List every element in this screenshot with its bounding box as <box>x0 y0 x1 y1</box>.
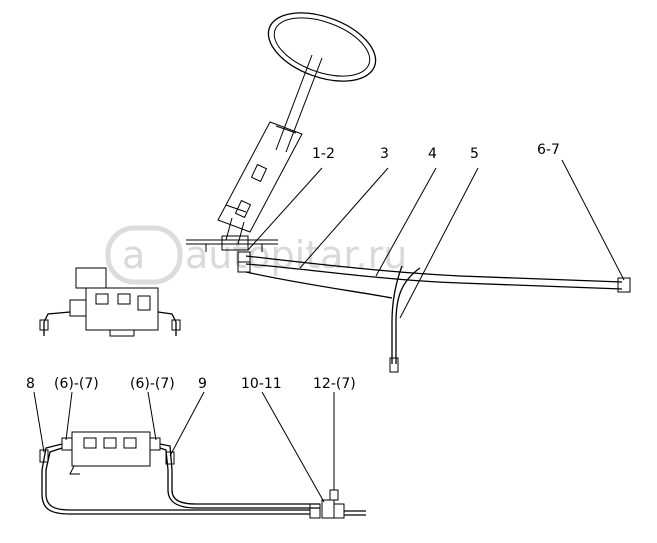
callout-6-7: 6-7 <box>537 142 560 158</box>
hose-branch <box>245 271 393 299</box>
column-housing <box>217 121 303 233</box>
hose-5-drop <box>395 267 421 364</box>
pump-head <box>75 267 107 289</box>
callout-6-7-a: (6)-(7) <box>54 376 99 392</box>
hose-left-fitting <box>39 319 49 331</box>
hose-6-7-end-fitting <box>617 277 631 293</box>
lower-valve-left-fitting <box>61 437 73 451</box>
lower-valve-port-3 <box>123 437 137 449</box>
tee-fitting-body <box>321 499 335 519</box>
lower-valve-right-fitting <box>149 437 161 451</box>
hose-left-down <box>43 311 71 336</box>
upper-valve-group <box>39 267 181 337</box>
callout-5: 5 <box>470 146 479 162</box>
hose-8 <box>41 443 310 515</box>
leader-9 <box>169 391 205 457</box>
hose-5-drop-2 <box>391 265 403 364</box>
leader-8 <box>33 391 45 453</box>
lower-leader-lines <box>33 391 335 503</box>
leader-6-7-b <box>147 391 157 441</box>
hose-main-upper <box>245 255 623 283</box>
hose-main-lower <box>245 263 623 290</box>
hose-right-fitting <box>171 319 181 331</box>
lower-valve-block <box>71 431 151 467</box>
valve-port-3 <box>137 295 151 311</box>
valve-port-1 <box>95 293 109 305</box>
leader-3 <box>299 167 389 269</box>
lower-valve-foot <box>69 465 80 475</box>
hose-8-inner <box>45 447 310 511</box>
steering-wheel <box>267 12 377 82</box>
valve-base <box>109 330 135 337</box>
lower-callouts: 8 (6)-(7) (6)-(7) 9 10-11 12-(7) <box>26 376 356 392</box>
steering-column <box>186 12 377 252</box>
upper-leader-lines <box>247 159 625 319</box>
valve-side-fitting <box>69 299 87 317</box>
valve-port-2 <box>117 293 131 305</box>
callout-8: 8 <box>26 376 35 392</box>
lower-valve-port-2 <box>103 437 117 449</box>
watermark-badge <box>105 225 183 285</box>
leader-6-7-a <box>65 391 73 441</box>
column-housing-detail <box>225 125 297 213</box>
column-shaft <box>275 54 323 153</box>
upper-hoses <box>237 251 631 373</box>
leader-10-11 <box>261 391 325 503</box>
column-joint-lower <box>234 199 252 219</box>
lower-valve-port-1 <box>83 437 97 449</box>
watermark-badge-a: a <box>122 233 145 277</box>
lower-assembly <box>39 431 366 519</box>
hose-9-fitting <box>165 451 175 465</box>
column-joint-upper <box>250 163 268 183</box>
leader-6-7 <box>561 159 625 281</box>
steering-wheel-inner <box>273 17 371 77</box>
hose-joint-2 <box>237 261 251 273</box>
callout-6-7-b: (6)-(7) <box>130 376 175 392</box>
callout-4: 4 <box>428 146 437 162</box>
hose-9-inner <box>159 447 320 509</box>
leader-4 <box>375 167 437 277</box>
upper-callouts: 1-2 3 4 5 6-7 <box>312 142 560 162</box>
callout-12-7: 12-(7) <box>313 376 356 392</box>
leader-5 <box>399 167 479 319</box>
hose-5-fitting <box>389 357 399 373</box>
hose-right-down <box>157 311 177 336</box>
tee-outlet-hose <box>344 510 366 516</box>
callout-3: 3 <box>380 146 389 162</box>
callout-1-2: 1-2 <box>312 146 335 162</box>
tee-fitting-left <box>309 503 321 519</box>
mounting-brackets <box>205 244 263 252</box>
callout-9: 9 <box>198 376 207 392</box>
hose-9 <box>159 443 320 505</box>
steering-unit <box>221 235 249 251</box>
mounting-plate <box>186 239 278 245</box>
callout-10-11: 10-11 <box>241 376 282 392</box>
tee-fitting-right <box>333 503 345 519</box>
leader-1-2 <box>247 167 323 251</box>
tee-fitting-top <box>329 489 339 501</box>
